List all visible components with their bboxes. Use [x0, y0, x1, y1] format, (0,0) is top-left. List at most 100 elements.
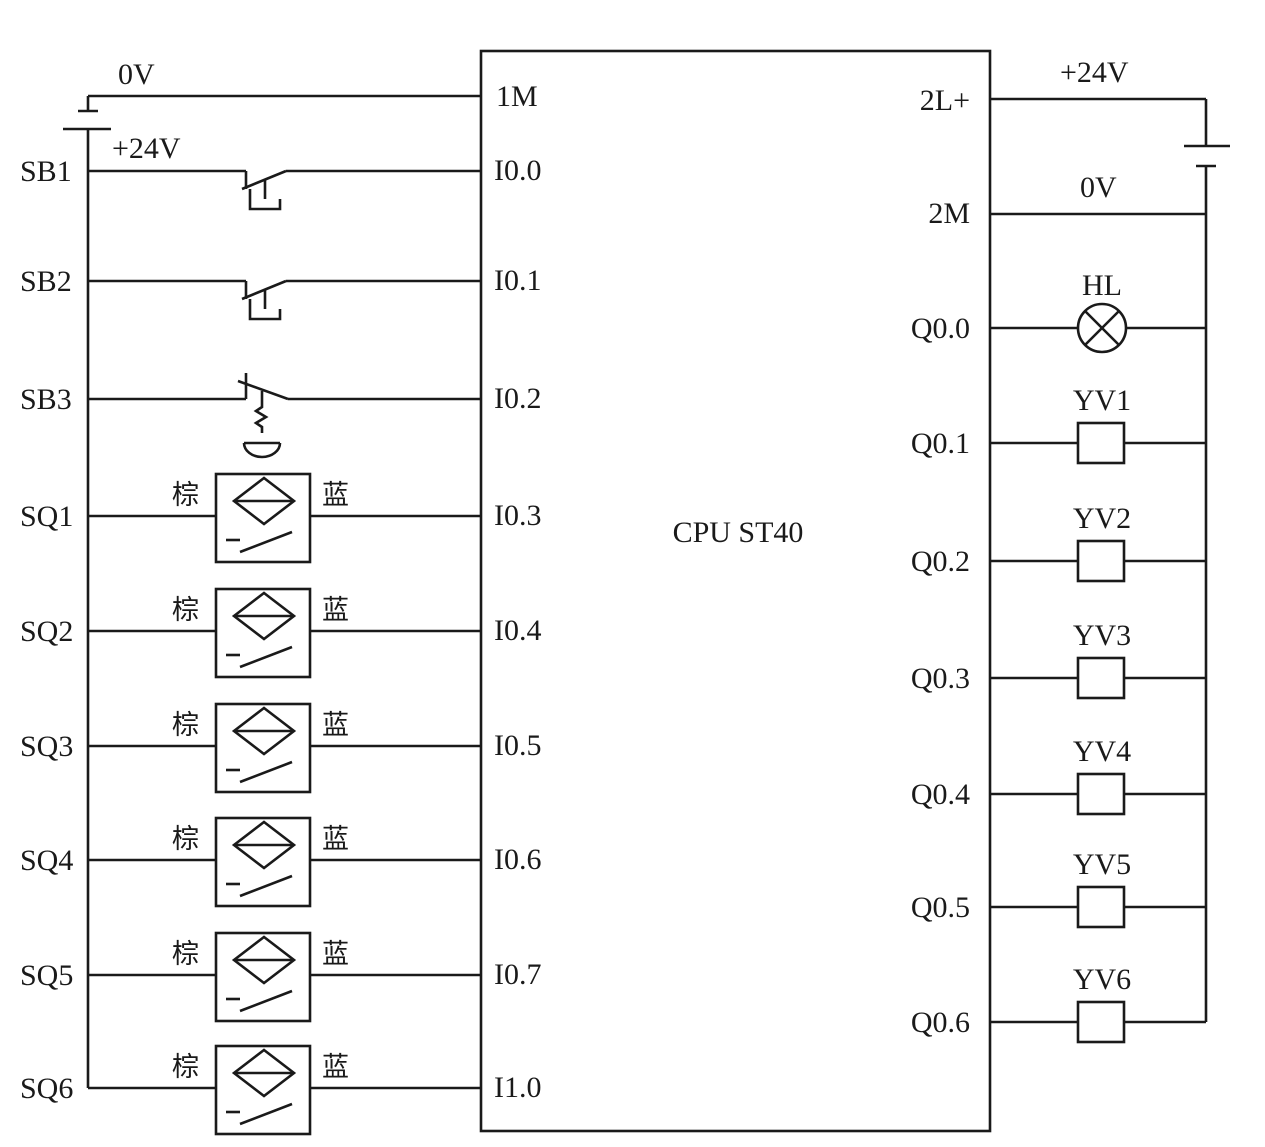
- solenoid-coil: [1076, 656, 1126, 700]
- sensor-diamond: [231, 591, 297, 641]
- sensor-switch-contact: [239, 645, 293, 669]
- output-row-yv5: Q0.5 YV5: [911, 848, 1206, 929]
- lamp-cross: [1084, 310, 1120, 346]
- output-row-yv2: Q0.2 YV2: [911, 502, 1206, 583]
- output-device-label: YV4: [1073, 735, 1131, 768]
- input-device-label: SQ4: [20, 844, 73, 877]
- output-terminal-label: Q0.4: [911, 778, 970, 811]
- output-row-yv1: Q0.1 YV1: [911, 384, 1206, 465]
- sensor-switch-contact: [239, 530, 293, 554]
- plc-cpu-box: [479, 49, 992, 1133]
- output-terminal-label: Q0.2: [911, 545, 970, 578]
- output-row-yv3: Q0.3 YV3: [911, 619, 1206, 700]
- right-dc-supply: +24V 0V: [990, 56, 1230, 1022]
- brown-wire-label: 棕: [172, 824, 199, 855]
- blue-wire-label: 蓝: [322, 1052, 349, 1083]
- terminal-2m: 2M: [928, 197, 970, 230]
- output-device-label: YV5: [1073, 848, 1131, 881]
- estop-mushroom-head: [242, 442, 282, 459]
- terminal-1m: 1M: [496, 80, 538, 113]
- brown-wire-label: 棕: [172, 710, 199, 741]
- left-dc-supply: 0V +24V: [63, 58, 481, 1088]
- input-terminal-label: I0.0: [494, 154, 542, 187]
- solenoid-coil: [1076, 772, 1126, 816]
- input-terminal-label: I0.6: [494, 843, 542, 876]
- estop-linkage: [253, 391, 269, 433]
- input-terminal-label: I0.7: [494, 958, 542, 991]
- input-terminal-label: I0.2: [494, 382, 542, 415]
- input-row-sq6: SQ6 I1.0 棕 蓝: [20, 1044, 542, 1136]
- input-terminal-label: I0.3: [494, 499, 542, 532]
- brown-wire-label: 棕: [172, 595, 199, 626]
- input-device-label: SQ1: [20, 500, 73, 533]
- input-row-sq2: SQ2 I0.4 棕 蓝: [20, 587, 542, 679]
- sensor-diamond: [231, 820, 297, 870]
- output-terminal-label: Q0.6: [911, 1006, 970, 1039]
- proximity-sensor-box: [214, 931, 312, 1023]
- proximity-sensor-box: [214, 816, 312, 908]
- estop-contact: [237, 379, 289, 401]
- output-device-label: YV1: [1073, 384, 1131, 417]
- solenoid-coil: [1076, 885, 1126, 929]
- proximity-sensor-box: [214, 472, 312, 564]
- sensor-diamond: [231, 935, 297, 985]
- output-device-label: YV3: [1073, 619, 1131, 652]
- brown-wire-label: 棕: [172, 939, 199, 970]
- pushbutton-head: [248, 299, 282, 321]
- blue-wire-label: 蓝: [322, 824, 349, 855]
- terminal-2l-plus: 2L+: [920, 84, 970, 117]
- output-terminal-label: Q0.3: [911, 662, 970, 695]
- output-device-label: HL: [1082, 269, 1122, 302]
- output-terminal-label: Q0.5: [911, 891, 970, 924]
- input-row-sb3: SB3 I0.2: [20, 373, 542, 459]
- output-terminal-label: Q0.1: [911, 427, 970, 460]
- pushbutton-head: [248, 189, 282, 211]
- sensor-switch-contact: [239, 760, 293, 784]
- input-device-label: SQ5: [20, 959, 73, 992]
- output-device-label: YV2: [1073, 502, 1131, 535]
- input-row-sq4: SQ4 I0.6 棕 蓝: [20, 816, 542, 908]
- right-plus-24v-label: +24V: [1060, 56, 1129, 89]
- proximity-sensor-box: [214, 1044, 312, 1136]
- sensor-diamond: [231, 706, 297, 756]
- proximity-sensor-box: [214, 702, 312, 794]
- output-circuits: Q0.0HLQ0.1YV1Q0.2YV2Q0.3YV3Q0.4YV4Q0.5YV…: [911, 269, 1206, 1044]
- input-device-label: SQ6: [20, 1072, 73, 1105]
- input-row-sb2: SB2 I0.1: [20, 264, 542, 321]
- brown-wire-label: 棕: [172, 1052, 199, 1083]
- output-row-hl: Q0.0HL: [911, 269, 1206, 354]
- left-zero-volt-label: 0V: [118, 58, 155, 91]
- plc-cpu-label: CPU ST40: [673, 516, 804, 549]
- sensor-switch-contact: [239, 874, 293, 898]
- blue-wire-label: 蓝: [322, 595, 349, 626]
- output-row-yv4: Q0.4 YV4: [911, 735, 1206, 816]
- input-device-label: SB1: [20, 155, 72, 188]
- input-terminal-label: I0.1: [494, 264, 542, 297]
- input-terminal-label: I0.4: [494, 614, 542, 647]
- blue-wire-label: 蓝: [322, 480, 349, 511]
- solenoid-coil: [1076, 1000, 1126, 1044]
- sensor-switch-contact: [239, 1102, 293, 1126]
- input-device-label: SB3: [20, 383, 72, 416]
- solenoid-coil: [1076, 539, 1126, 583]
- output-row-yv6: Q0.6 YV6: [911, 963, 1206, 1044]
- sensor-diamond: [231, 476, 297, 526]
- input-device-label: SQ3: [20, 730, 73, 763]
- input-terminal-label: I0.5: [494, 729, 542, 762]
- brown-wire-label: 棕: [172, 480, 199, 511]
- input-row-sb1: SB1 I0.0: [20, 154, 542, 211]
- input-terminal-label: I1.0: [494, 1071, 542, 1104]
- proximity-sensor-box: [214, 587, 312, 679]
- input-device-label: SQ2: [20, 615, 73, 648]
- solenoid-coil: [1076, 421, 1126, 465]
- sensor-switch-contact: [239, 989, 293, 1013]
- sensor-diamond: [231, 1048, 297, 1098]
- left-plus-24v-label: +24V: [112, 132, 181, 165]
- output-device-label: YV6: [1073, 963, 1131, 996]
- input-device-label: SB2: [20, 265, 72, 298]
